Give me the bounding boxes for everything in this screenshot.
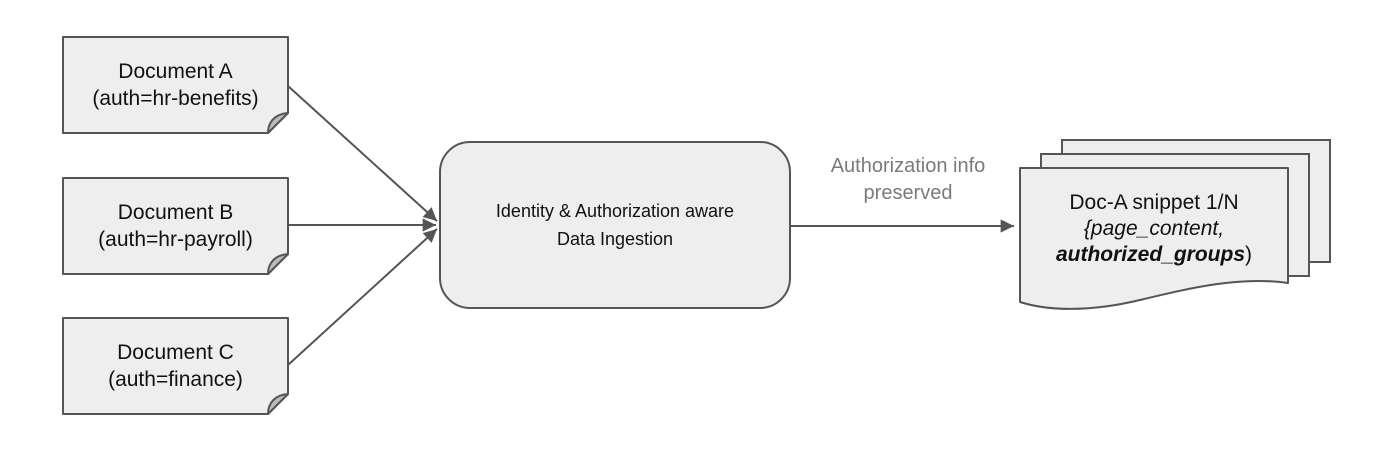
ingestion-processor-shape bbox=[439, 141, 791, 309]
folded-corner-icon bbox=[267, 253, 289, 275]
arrow-document-a-to-ingestion bbox=[287, 85, 438, 222]
folded-corner-icon bbox=[267, 393, 289, 415]
stack-front-document bbox=[1019, 167, 1289, 310]
document-c-note-shape bbox=[62, 317, 289, 415]
document-b-note-shape bbox=[62, 177, 289, 275]
output-snippet-stack-shape bbox=[1019, 139, 1331, 310]
folded-corner-icon bbox=[267, 112, 289, 134]
arrow-document-c-to-ingestion bbox=[287, 228, 438, 366]
document-a-note-shape bbox=[62, 36, 289, 134]
